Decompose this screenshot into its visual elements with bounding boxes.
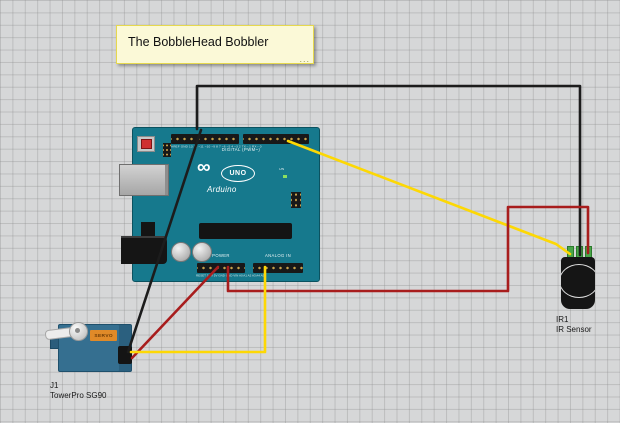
capacitor-2 — [192, 242, 212, 262]
digital-pin-labels: AREF GND 13 12 ~11 ~10 ~9 8 7 ~6 ~5 4 ~3… — [171, 144, 262, 149]
capacitor-1 — [171, 242, 191, 262]
servo-motor[interactable]: SERVO — [44, 316, 140, 374]
digital-pwm-label: DIGITAL (PWM~) — [221, 148, 261, 153]
power-header[interactable] — [197, 263, 245, 273]
sticky-note[interactable]: The BobbleHead Bobbler ... — [116, 25, 314, 64]
arduino-brand-text: Arduino — [207, 185, 237, 194]
wire-red-arduino-to-servo[interactable] — [130, 265, 220, 360]
wire-red-arduino-to-ir[interactable] — [226, 205, 590, 293]
ir-designator: IR1 — [556, 315, 569, 324]
ir-sensor-dome — [561, 264, 595, 298]
wire-black-arduino-to-ir[interactable] — [195, 84, 582, 257]
uno-logo-text: UNO — [229, 170, 247, 177]
icsp2-header — [163, 143, 171, 157]
wire-yellow-arduino-to-ir[interactable] — [286, 139, 572, 256]
power-analog-pin-labels: RESET 3.3V 5V GND GND VIN A0 A1 A2 A3 A4… — [196, 274, 265, 278]
digital-header-right[interactable] — [243, 134, 309, 144]
usb-connector — [119, 164, 169, 196]
ir-part-name: IR Sensor — [556, 324, 592, 334]
arduino-infinity-icon: ∞ — [197, 157, 211, 178]
digital-header-left[interactable] — [171, 134, 239, 144]
servo-sticker-text: SERVO — [94, 333, 113, 338]
on-led-label: ON — [279, 168, 284, 172]
reset-button — [140, 139, 152, 149]
note-text: The BobbleHead Bobbler — [128, 35, 269, 49]
servo-sticker: SERVO — [90, 330, 117, 341]
ir-sensor-body — [561, 257, 595, 309]
atmega-chip — [199, 223, 292, 239]
usb-interface-chip — [141, 222, 155, 236]
uno-logo: UNO — [221, 165, 255, 182]
icsp-header — [291, 192, 301, 208]
servo-part-name: TowerPro SG90 — [50, 390, 107, 400]
wire-black-arduino-to-servo[interactable] — [126, 128, 203, 354]
analog-header[interactable] — [253, 263, 303, 273]
servo-label[interactable]: J1 TowerPro SG90 — [50, 381, 106, 400]
note-resize-handle[interactable]: ... — [299, 54, 310, 64]
analog-in-label: ANALOG IN — [264, 254, 292, 259]
servo-designator: J1 — [50, 381, 59, 390]
reset-button-base — [137, 136, 155, 152]
wire-yellow-arduino-to-servo[interactable] — [129, 265, 267, 354]
servo-horn-screw — [75, 328, 80, 333]
arduino-uno-board[interactable]: AREF GND 13 12 ~11 ~10 ~9 8 7 ~6 ~5 4 ~3… — [119, 127, 320, 282]
power-label: POWER — [212, 254, 230, 259]
on-led — [283, 175, 287, 178]
ir-sensor-label[interactable]: IR1 IR Sensor — [556, 315, 592, 334]
